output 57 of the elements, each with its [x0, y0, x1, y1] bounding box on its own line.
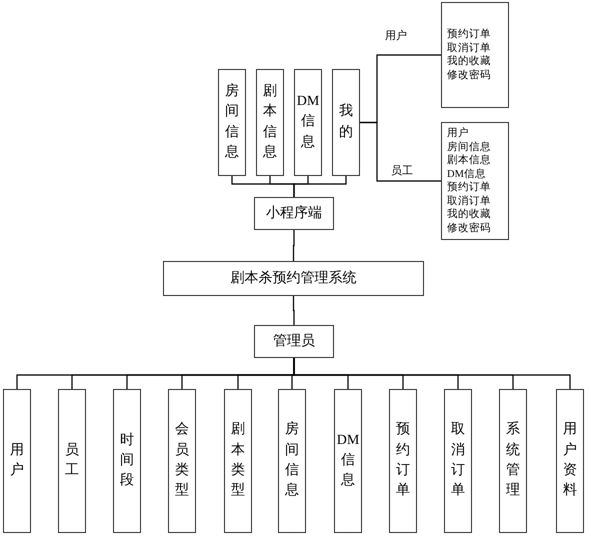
edge-label: 员工 [390, 166, 414, 177]
module-box [113, 389, 141, 533]
module-label: 剧本类型 [230, 420, 246, 500]
feature-text: 我的收藏 [447, 208, 491, 222]
module-box [556, 389, 584, 533]
module-box [444, 389, 472, 533]
module-box [389, 389, 417, 533]
feature-text: 预约订单 [447, 28, 491, 42]
module-box [163, 261, 424, 296]
module-box [332, 69, 360, 176]
feature-text: 预约订单 [447, 181, 491, 194]
module-box [294, 69, 322, 176]
edge-label: 用户 [384, 31, 408, 42]
module-label: 会员类型 [174, 420, 190, 500]
module-label: 小程序端 [266, 204, 322, 223]
module-box [334, 389, 362, 533]
module-label: 系统管理 [504, 420, 521, 500]
connector-line [293, 176, 347, 197]
feature-text: 剧本信息 [447, 154, 491, 168]
feature-text: 取消订单 [447, 194, 491, 208]
module-label: 预约订单 [394, 421, 411, 500]
module-box [499, 389, 527, 533]
feature-text: 修改密码 [447, 222, 491, 235]
feature-list-box [441, 2, 509, 108]
module-label: 用户资料 [562, 421, 578, 500]
module-box [254, 197, 334, 230]
module-label: 房间信息 [224, 82, 240, 162]
feature-text: 用户 [447, 127, 470, 140]
feature-text: 我的收藏 [447, 55, 491, 68]
feature-list-box [441, 122, 509, 240]
module-label: 我的 [338, 102, 354, 142]
module-label: 用户 [8, 442, 25, 480]
module-box [224, 389, 252, 533]
module-box [218, 69, 246, 176]
module-box [254, 325, 334, 358]
feature-text: 取消订单 [447, 42, 491, 55]
module-label: 时间段 [118, 432, 135, 490]
connector-line [360, 122, 441, 182]
connector-line [292, 296, 295, 325]
module-label: 员工 [64, 442, 80, 480]
feature-text: DM信息 [447, 168, 487, 181]
module-box [58, 389, 86, 533]
module-label: 取消订单 [450, 420, 466, 500]
module-label: DM信息 [336, 432, 360, 490]
module-label: 剧本杀预约管理系统 [230, 269, 356, 288]
module-label: 管理员 [273, 332, 315, 351]
module-box [168, 389, 196, 533]
connector-line [292, 230, 295, 261]
module-box [3, 389, 31, 533]
module-label: DM信息 [296, 93, 320, 152]
module-box [256, 69, 284, 176]
module-box [278, 389, 306, 533]
feature-text: 修改密码 [447, 68, 491, 82]
feature-text: 房间信息 [447, 140, 491, 154]
connector-line [293, 358, 571, 389]
module-label: 剧本信息 [262, 82, 278, 162]
module-label: 房间信息 [284, 420, 300, 500]
